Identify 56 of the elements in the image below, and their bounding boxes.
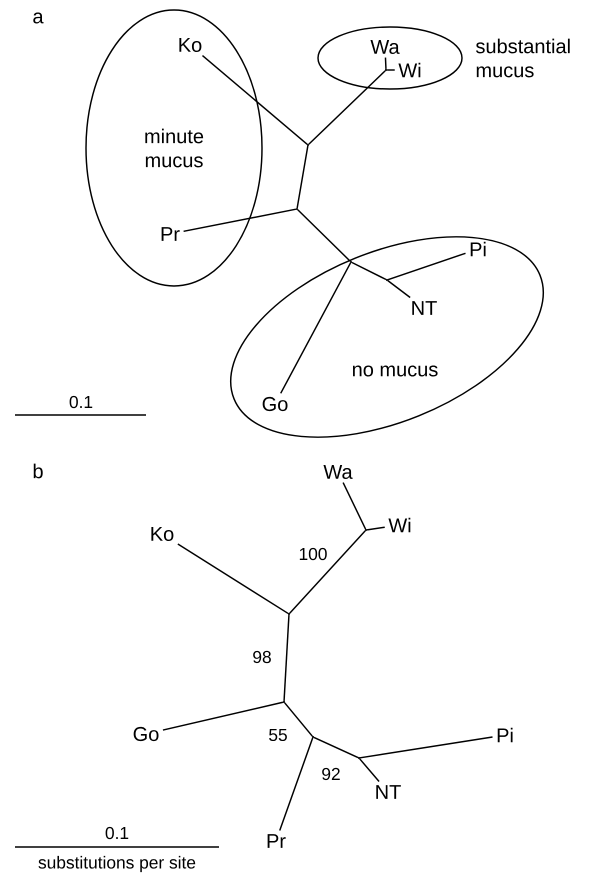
taxon-label: Go bbox=[262, 396, 288, 412]
tree-branch bbox=[162, 702, 284, 731]
branch-point bbox=[364, 528, 368, 532]
branch-point bbox=[350, 260, 352, 264]
branch-point bbox=[312, 736, 314, 738]
tree-branch bbox=[314, 736, 358, 758]
taxon-label: Wa bbox=[370, 40, 400, 54]
branch-point bbox=[306, 144, 310, 146]
scale-value: 0.1 bbox=[106, 826, 128, 840]
taxon-label: Wi bbox=[398, 62, 420, 78]
taxon-label: Pi bbox=[498, 728, 513, 742]
tree-branch bbox=[342, 482, 366, 530]
tree-branch bbox=[202, 55, 308, 145]
branch-point bbox=[384, 68, 388, 72]
taxon-label: Pr bbox=[162, 227, 180, 241]
taxon-label: NT bbox=[412, 301, 437, 315]
tree-branch bbox=[387, 69, 395, 71]
taxon-label: Wa bbox=[323, 465, 353, 479]
taxon-label: Go bbox=[134, 726, 158, 742]
tree-branch bbox=[289, 530, 366, 614]
tree-branch bbox=[387, 280, 411, 298]
bootstrap-value: 98 bbox=[253, 650, 271, 664]
tree-branch bbox=[279, 738, 314, 831]
tree-branch bbox=[366, 526, 385, 531]
bootstrap-value: 55 bbox=[269, 728, 287, 742]
taxon-label: Wi bbox=[388, 518, 410, 532]
panel-letter: a bbox=[33, 12, 44, 24]
tree-branch bbox=[388, 252, 466, 280]
scale-caption: substitutions per site bbox=[38, 856, 196, 872]
tree-branch bbox=[283, 615, 290, 701]
taxon-label: Ko bbox=[151, 527, 174, 541]
branch-point bbox=[282, 700, 286, 704]
tree-branch bbox=[183, 208, 296, 232]
tree-branch bbox=[359, 758, 380, 782]
taxon-label: Pr bbox=[268, 834, 286, 848]
tree-branch bbox=[297, 209, 351, 262]
tree-branch bbox=[352, 262, 386, 280]
scale-value: 0.1 bbox=[70, 396, 92, 408]
tree-branch bbox=[360, 736, 493, 759]
panel-letter: b bbox=[34, 464, 43, 478]
branch-point bbox=[386, 278, 388, 282]
taxon-label: Pi bbox=[470, 242, 486, 256]
tree-branch bbox=[177, 543, 288, 614]
branch-point bbox=[296, 208, 298, 210]
branch-point bbox=[358, 756, 360, 760]
tree-branch bbox=[296, 146, 309, 208]
tree-branch bbox=[280, 262, 352, 394]
taxon-label: Ko bbox=[179, 38, 202, 52]
tree-branch bbox=[284, 702, 313, 737]
bootstrap-value: 100 bbox=[300, 548, 327, 560]
branch-point bbox=[288, 612, 290, 616]
taxon-label: NT bbox=[376, 785, 401, 799]
tree-branch bbox=[308, 70, 386, 145]
node-label: substantial mucus bbox=[476, 38, 570, 78]
tree-branch bbox=[384, 58, 387, 69]
bootstrap-value: 92 bbox=[322, 768, 340, 780]
